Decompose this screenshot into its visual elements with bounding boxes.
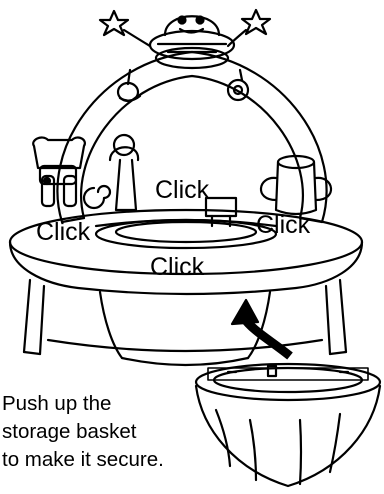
- click-label-center-top: Click: [155, 178, 209, 203]
- spiral-toy: [84, 186, 110, 208]
- star-left-icon: [100, 11, 150, 46]
- caption-line-3: to make it secure.: [2, 446, 164, 474]
- click-label-left: Click: [36, 220, 90, 245]
- sun-toy: [150, 16, 234, 68]
- click-label-front: Click: [150, 255, 204, 280]
- faucet-toy: [110, 135, 138, 210]
- star-right-icon: [228, 10, 270, 46]
- hanging-toy-right: [228, 70, 248, 100]
- click-label-right: Click: [256, 213, 310, 238]
- base: [24, 280, 346, 365]
- hanging-toy-left: [118, 70, 140, 101]
- right-toy: [261, 156, 331, 214]
- instruction-caption: Push up the storage basket to make it se…: [2, 390, 164, 474]
- caption-line-2: storage basket: [2, 418, 164, 446]
- storage-basket: [196, 364, 380, 486]
- caption-line-1: Push up the: [2, 390, 164, 418]
